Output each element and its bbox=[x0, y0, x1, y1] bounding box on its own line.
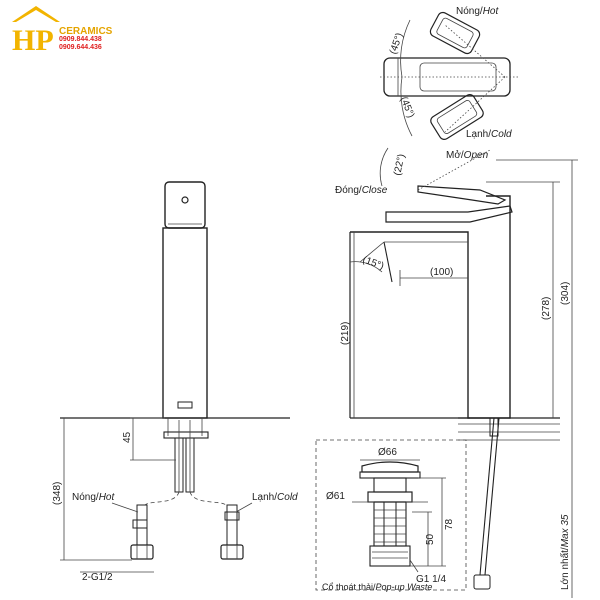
handle-cold-outline bbox=[430, 94, 484, 140]
top-hot-label-en: Hot bbox=[483, 6, 500, 17]
side-view: (22°) (15°) (100) (219) (278) (304) Lớn … bbox=[335, 147, 578, 598]
waste-thread-label: G1 1/4 bbox=[416, 574, 446, 585]
svg-text:Mở/Open: Mở/Open bbox=[446, 149, 489, 161]
popup-waste: Ø66 Ø61 78 50 G1 1/4 Cổ thoát thải/Pop-u… bbox=[315, 439, 467, 592]
waste-caption: Cổ thoát thải/ bbox=[322, 582, 376, 592]
front-body bbox=[162, 227, 208, 419]
cold-hose-connector bbox=[220, 504, 244, 560]
front-view: 45 (348) 2-G1/2 Nóng/Hot Lạnh/Cold bbox=[52, 181, 298, 583]
svg-text:Lớn nhất/Max 35: Lớn nhất/Max 35 bbox=[559, 514, 571, 590]
logo-brand: CERAMICS bbox=[59, 26, 113, 37]
side-body bbox=[350, 195, 511, 419]
top-hot-label: Nóng/ bbox=[456, 6, 483, 17]
open-label: Mở/ bbox=[446, 149, 464, 161]
dim-reach-label: (100) bbox=[430, 267, 453, 278]
top-cold-label-en: Cold bbox=[491, 129, 512, 140]
svg-text:Lạnh/Cold: Lạnh/Cold bbox=[252, 492, 298, 503]
svg-text:Cổ thoát thải/Pop-up Waste: Cổ thoát thải/Pop-up Waste bbox=[322, 582, 432, 592]
hot-hose-connector bbox=[130, 504, 154, 560]
handle-hot-outline bbox=[429, 11, 481, 55]
front-hot-label-en: Hot bbox=[99, 492, 116, 503]
angle-hot-label: (45°) bbox=[388, 32, 406, 56]
front-hot-label: Nóng/ bbox=[72, 492, 99, 503]
top-cold-label: Lạnh/ bbox=[466, 129, 491, 140]
lever-closed bbox=[385, 205, 513, 223]
lever-open bbox=[417, 185, 507, 205]
dim-45-label: 45 bbox=[122, 431, 133, 443]
dim-spout-height-label: (278) bbox=[541, 297, 552, 320]
svg-text:Lạnh/Cold: Lạnh/Cold bbox=[466, 129, 512, 140]
close-label: Đóng/ bbox=[335, 185, 362, 196]
front-cold-label-en: Cold bbox=[277, 492, 298, 503]
waste-frame bbox=[315, 439, 467, 591]
dim-total-label: (304) bbox=[560, 282, 571, 305]
angle-spout-label: (15°) bbox=[361, 254, 385, 272]
dim-body-label: (219) bbox=[340, 322, 351, 345]
brand-logo: HP CERAMICS 0909.844.438 0909.644.436 bbox=[12, 6, 113, 57]
logo-roof-icon bbox=[12, 6, 60, 22]
front-cold-label: Lạnh/ bbox=[252, 492, 277, 503]
open-label-en: Open bbox=[464, 150, 489, 161]
logo-phone-2: 0909.644.436 bbox=[59, 44, 102, 51]
angle-lever-label: (22°) bbox=[392, 153, 407, 177]
waste-dim-78: 78 bbox=[444, 518, 455, 530]
waste-cap bbox=[361, 461, 419, 473]
front-indicator-dot bbox=[181, 196, 189, 204]
front-thread-label: 2-G1/2 bbox=[82, 572, 113, 583]
dim-counter-label: Lớn nhất/ bbox=[559, 547, 571, 590]
waste-dim-50: 50 bbox=[425, 533, 436, 545]
svg-text:Nóng/Hot: Nóng/Hot bbox=[456, 6, 499, 17]
angle-cold-label: (45°) bbox=[398, 95, 416, 119]
dim-counter-label-en: Max 35 bbox=[560, 514, 571, 547]
waste-dim-66: Ø66 bbox=[378, 447, 397, 458]
front-handle-head bbox=[164, 181, 206, 229]
waste-body bbox=[373, 501, 407, 547]
top-view: (45°) (45°) Nóng/Hot Lạnh/Cold bbox=[380, 6, 520, 140]
dim-348-label: (348) bbox=[52, 482, 63, 505]
close-label-en: Close bbox=[362, 185, 388, 196]
logo-letters: HP bbox=[12, 24, 54, 57]
waste-dim-61: Ø61 bbox=[326, 491, 345, 502]
svg-text:Đóng/Close: Đóng/Close bbox=[335, 185, 388, 196]
waste-caption-en: Pop-up Waste bbox=[376, 582, 433, 592]
logo-phone-1: 0909.844.438 bbox=[59, 36, 102, 43]
svg-text:Nóng/Hot: Nóng/Hot bbox=[72, 492, 115, 503]
